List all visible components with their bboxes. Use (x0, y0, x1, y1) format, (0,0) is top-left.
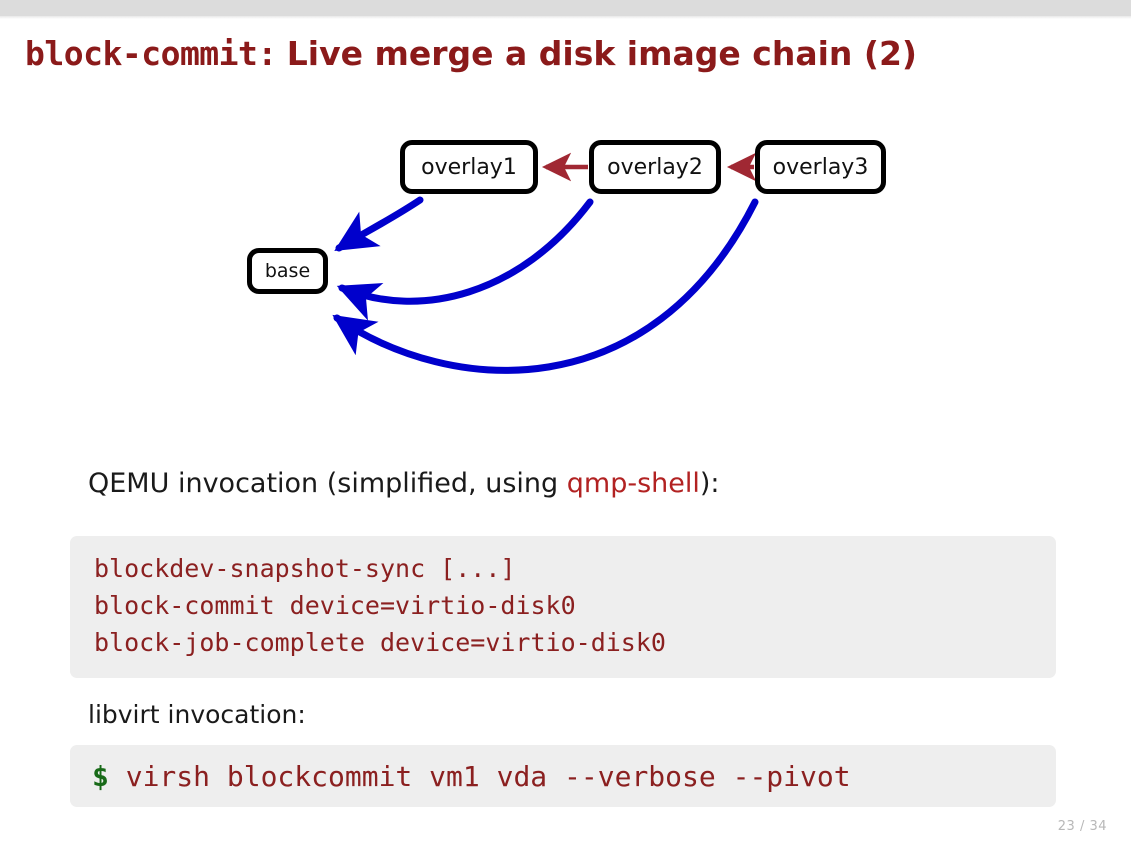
commit-arrows (332, 196, 759, 374)
diagram-node-overlay3-label: overlay3 (772, 154, 869, 180)
diagram-node-base-label: base (264, 260, 311, 282)
diagram-node-overlay1[interactable]: overlay1 (400, 140, 538, 194)
qemu-caption-suffix: ): (699, 468, 720, 499)
diagram-node-overlay2[interactable]: overlay2 (589, 140, 721, 194)
diagram-edges-svg (332, 152, 759, 374)
slide-header-bar (0, 0, 1131, 16)
page-number: 23 / 34 (1057, 819, 1107, 834)
qemu-caption-prefix: QEMU invocation (simplified, using (88, 468, 567, 499)
qmp-shell-code-label: qmp-shell (566, 468, 700, 499)
diagram-node-overlay1-label: overlay1 (421, 154, 517, 180)
arrow-overlay2-to-base (336, 198, 594, 321)
page-title-text: Live merge a disk image chain (2) (286, 34, 918, 73)
libvirt-invocation-caption: libvirt invocation: (88, 700, 306, 729)
arrow-overlay1-to-base (334, 196, 424, 252)
qemu-code-block: blockdev-snapshot-sync [...] block-commi… (70, 536, 1056, 678)
diagram-node-overlay2-label: overlay2 (607, 154, 703, 180)
virsh-code-block: $ virsh blockcommit vm1 vda --verbose --… (70, 745, 1056, 807)
diagram-node-base[interactable]: base (247, 248, 328, 294)
virsh-command-text: virsh blockcommit vm1 vda --verbose --pi… (108, 760, 851, 793)
shell-prompt-icon: $ (92, 760, 109, 793)
page-title: block-commit:Live merge a disk image cha… (25, 30, 1115, 78)
page-title-command: block-commit: (25, 34, 277, 73)
qemu-invocation-caption: QEMU invocation (simplified, using qmp-s… (88, 468, 720, 499)
disk-image-chain-diagram: overlay1 overlay2 overlay3 base (0, 110, 1131, 420)
diagram-node-overlay3[interactable]: overlay3 (755, 140, 886, 194)
arrow-overlay3-to-base (332, 198, 759, 374)
slide-header-bar-shadow (0, 16, 1131, 19)
